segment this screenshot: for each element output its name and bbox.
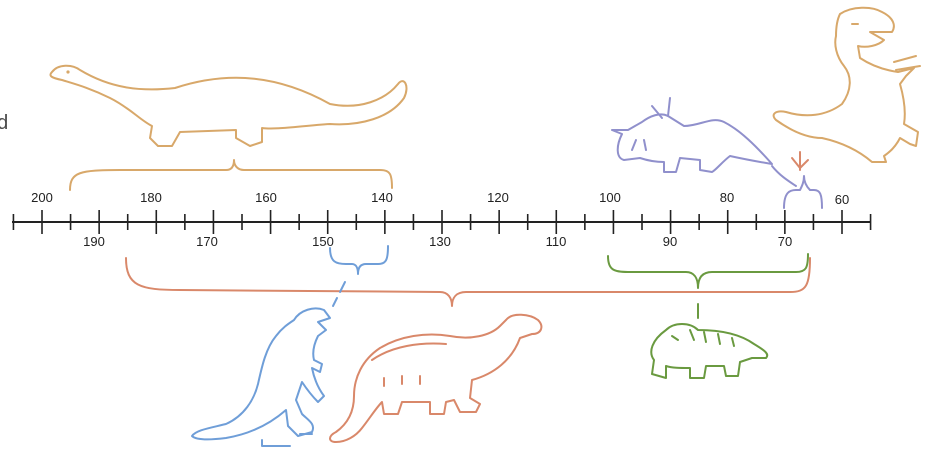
sauropod-range-bracket	[70, 160, 392, 190]
tick-label-130: 130	[429, 234, 451, 249]
purple-ceratopsian-drawing	[612, 98, 772, 172]
tick-label-140: 140	[371, 190, 393, 205]
tick-label-160: 160	[255, 190, 277, 205]
blue-theropod-connector	[333, 282, 345, 306]
tick-label-110: 110	[546, 234, 567, 249]
tick-label-170: 170	[196, 234, 218, 249]
tick-label-80: 80	[720, 190, 734, 205]
tick-label-150: 150	[312, 234, 334, 249]
timeline-top-labels: 200 180 160 140 120 100 80 60	[31, 190, 849, 207]
tick-label-90: 90	[663, 234, 677, 249]
tick-label-70: 70	[778, 234, 792, 249]
tan-tyrannosaur-drawing	[774, 8, 920, 162]
tick-label-60: 60	[835, 192, 849, 207]
timeline: 200 180 160 140 120 100 80 60 190 170 15…	[12, 190, 871, 249]
tick-label-190: 190	[83, 234, 105, 249]
tick-label-120: 120	[487, 190, 509, 205]
ankylosaur-range-bracket	[608, 254, 808, 288]
tick-label-200: 200	[31, 190, 53, 205]
blue-theropod-range-bracket	[330, 246, 388, 274]
timeline-bottom-labels: 190 170 150 130 110 90 70	[83, 234, 792, 249]
tan-sauropod-drawing	[50, 66, 406, 146]
long-neck-range-bracket	[126, 258, 810, 306]
ceratopsian-connector	[772, 166, 796, 186]
orange-sauropod-drawing	[330, 315, 541, 442]
green-ankylosaur-drawing	[651, 324, 767, 378]
tick-label-100: 100	[599, 190, 621, 205]
trex-connector	[792, 152, 808, 170]
blue-theropod-drawing	[192, 308, 330, 446]
tick-label-180: 180	[140, 190, 162, 205]
